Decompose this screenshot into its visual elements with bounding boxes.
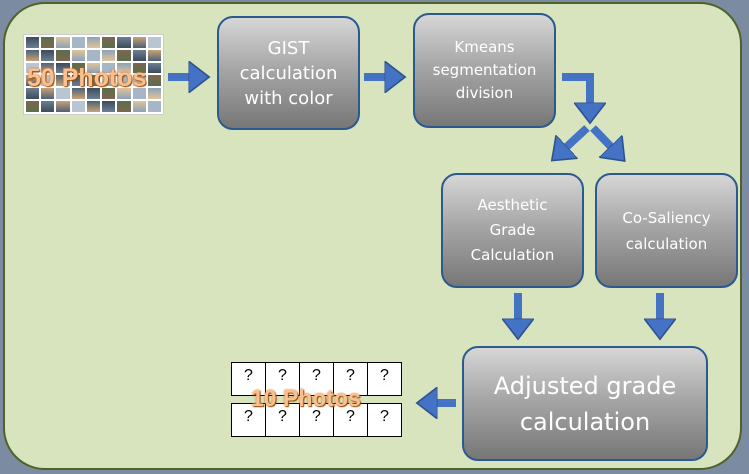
photo-thumbnail [147, 88, 161, 100]
arrow-kmeans-down [562, 73, 590, 112]
output-cell: ? [265, 403, 300, 437]
gist-line-3: with color [244, 87, 333, 109]
output-cell: ? [333, 362, 368, 396]
photo-thumbnail [41, 62, 55, 74]
adjusted-line-1: Adjusted grade [493, 371, 677, 400]
aesthetic-line-1: Aesthetic [477, 196, 548, 214]
gist-line-2: calculation [239, 62, 338, 84]
photo-thumbnail [147, 37, 161, 48]
kmeans-segmentation-box: Kmeans segmentation division [413, 13, 556, 128]
photo-thumbnail [71, 88, 85, 100]
photo-thumbnail [56, 101, 70, 112]
photo-thumbnail [117, 62, 131, 74]
photo-thumbnail [102, 88, 116, 100]
photo-thumbnail [132, 62, 146, 74]
output-cell: ? [333, 403, 368, 437]
kmeans-line-2: segmentation [432, 61, 537, 79]
photo-thumbnail [147, 62, 161, 74]
photo-thumbnail [41, 37, 55, 48]
photo-thumbnail [41, 49, 55, 61]
photo-thumbnail [71, 37, 85, 48]
photo-thumbnail [26, 49, 40, 61]
photo-thumbnail [147, 49, 161, 61]
arrow-to-aesthetic [560, 125, 590, 153]
input-photo-collage [23, 34, 164, 115]
photo-thumbnail [86, 62, 101, 74]
photo-thumbnail [26, 88, 40, 100]
photo-thumbnail [56, 88, 70, 100]
photo-thumbnail [26, 101, 40, 112]
photo-thumbnail [117, 37, 131, 48]
gist-line-1: GIST [267, 37, 310, 59]
output-cell: ? [265, 362, 300, 396]
arrow-to-cosaliency [590, 125, 617, 153]
photo-thumbnail [117, 88, 131, 100]
photo-thumbnail [86, 88, 101, 100]
cosaliency-line-2: calculation [625, 234, 708, 253]
input-photos-label: 50 Photos [27, 64, 147, 92]
output-cell: ? [231, 403, 266, 437]
photo-thumbnail [56, 75, 70, 87]
photo-thumbnail [71, 62, 85, 74]
adjusted-line-2: calculation [519, 407, 651, 436]
kmeans-line-1: Kmeans [454, 38, 515, 56]
cosaliency-line-1: Co-Saliency [622, 208, 711, 227]
kmeans-line-3: division [455, 84, 514, 102]
photo-thumbnail [117, 75, 131, 87]
photo-thumbnail [132, 37, 146, 48]
aesthetic-line-3: Calculation [470, 246, 555, 264]
photo-thumbnail [41, 101, 55, 112]
gist-calculation-box: GIST calculation with color [217, 16, 360, 130]
aesthetic-grade-box: Aesthetic Grade Calculation [441, 173, 584, 288]
photo-thumbnail [117, 101, 131, 112]
photo-thumbnail [71, 101, 85, 112]
photo-thumbnail [26, 62, 40, 74]
photo-thumbnail [132, 49, 146, 61]
photo-thumbnail [102, 75, 116, 87]
adjusted-grade-box: Adjusted grade calculation [462, 346, 708, 461]
output-cell: ? [299, 362, 334, 396]
photo-thumbnail [102, 49, 116, 61]
photo-thumbnail [132, 75, 146, 87]
output-photo-grid: ? ? ? ? ? ? ? ? ? ? [231, 362, 402, 437]
co-saliency-box: Co-Saliency calculation [595, 173, 738, 288]
photo-thumbnail [102, 101, 116, 112]
photo-thumbnail [56, 37, 70, 48]
photo-thumbnail [86, 37, 101, 48]
photo-thumbnail [117, 49, 131, 61]
photo-thumbnail [71, 49, 85, 61]
photo-thumbnail [26, 75, 40, 87]
photo-thumbnail [86, 75, 101, 87]
output-cell: ? [367, 362, 402, 396]
photo-thumbnail [132, 101, 146, 112]
photo-thumbnail [26, 37, 40, 48]
photo-thumbnail [102, 37, 116, 48]
photo-thumbnail [86, 49, 101, 61]
photo-thumbnail [132, 88, 146, 100]
photo-thumbnail [41, 75, 55, 87]
photo-thumbnail [71, 75, 85, 87]
photo-thumbnail [41, 88, 55, 100]
photo-thumbnail [102, 62, 116, 74]
photo-thumbnail [147, 101, 161, 112]
aesthetic-line-2: Grade [489, 221, 536, 239]
photo-thumbnail [147, 75, 161, 87]
photo-thumbnail [56, 49, 70, 61]
output-cell: ? [367, 403, 402, 437]
photo-thumbnail [86, 101, 101, 112]
photo-thumbnail [56, 62, 70, 74]
output-photos-label: 10 Photos [251, 385, 361, 411]
